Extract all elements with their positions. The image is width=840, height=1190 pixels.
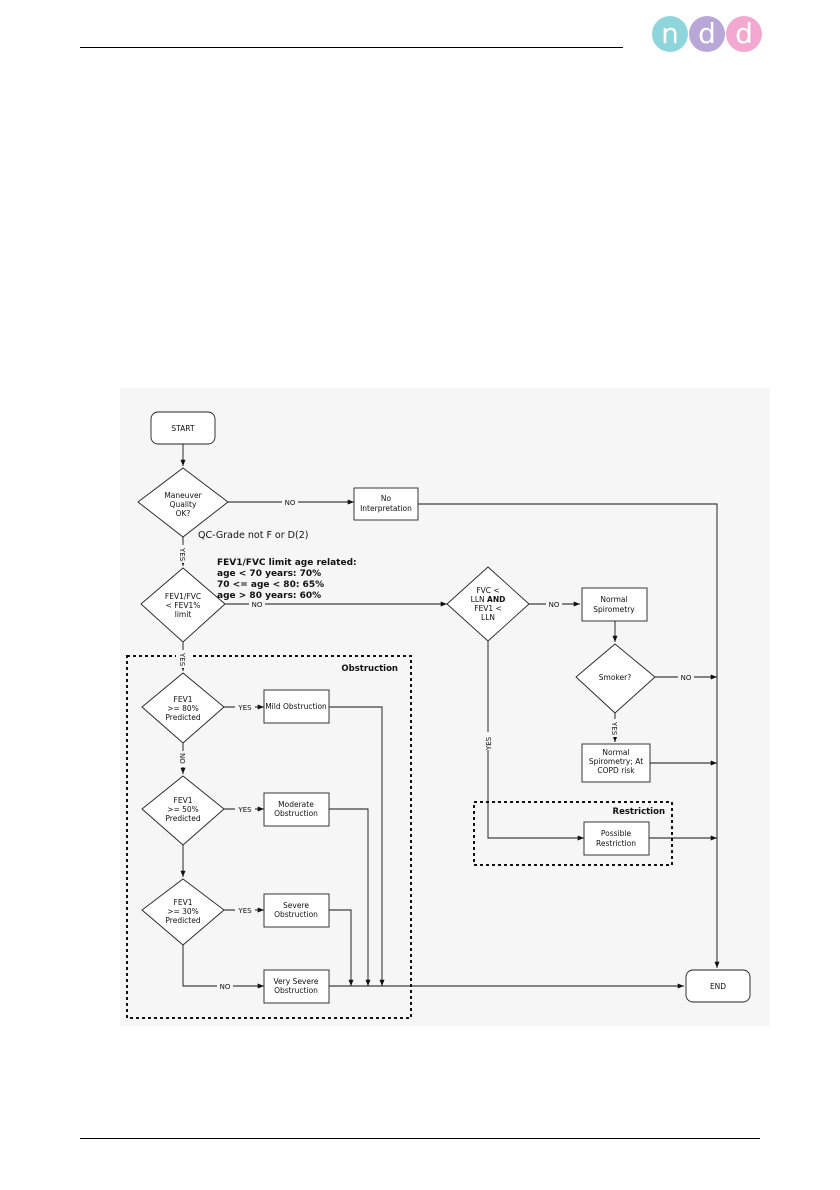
header-rule: [80, 47, 623, 48]
edge-severe-down: [329, 909, 354, 986]
age-note-line-4: age > 80 years: 60%: [217, 591, 321, 601]
fev50-label-1: FEV1: [174, 796, 193, 805]
moderate-label-2: Obstruction: [274, 809, 318, 818]
edge-fev30-verysevere: [182, 945, 264, 989]
ratio-label-1: FEV1/FVC: [165, 592, 201, 601]
fvc-label-2: LLN AND: [471, 595, 506, 604]
footer-rule: [80, 1138, 760, 1139]
logo-circle-n: n: [652, 16, 688, 52]
obstruction-title: Obstruction: [341, 664, 398, 674]
restriction-title: Restriction: [613, 807, 665, 817]
no-interp-label-1: No: [381, 494, 392, 503]
label-no-maneuver: NO: [285, 499, 296, 507]
fvc-label-4: LLN: [481, 613, 495, 622]
restriction-label-1: Possible: [601, 829, 632, 838]
mild-label: Mild Obstruction: [265, 702, 327, 711]
ratio-label-2: < FEV1%: [166, 601, 201, 610]
label-yes-fev80: YES: [237, 704, 252, 712]
smoker-label: Smoker?: [599, 673, 631, 682]
fev50-decision: [141, 775, 225, 846]
normal-spirometry-node: [581, 587, 648, 622]
mild-obstruction-node: [263, 689, 330, 724]
very-severe-obstruction-node: [263, 969, 330, 1004]
label-no-fvc: NO: [549, 601, 560, 609]
start-label: START: [171, 424, 195, 433]
label-no-fev30: NO: [220, 983, 231, 991]
fev80-label-1: FEV1: [174, 695, 193, 704]
maneuver-label-3: OK?: [176, 509, 191, 518]
fev30-label-3: Predicted: [165, 916, 200, 925]
severe-label-2: Obstruction: [274, 910, 318, 919]
label-yes-fev50: YES: [237, 806, 252, 814]
logo-circle-d2: d: [726, 16, 762, 52]
very-severe-label-1: Very Severe: [273, 977, 318, 986]
edge-mild-down: [329, 706, 385, 986]
fev80-label-3: Predicted: [165, 713, 200, 722]
no-interpretation-node: [353, 487, 419, 521]
edge-moderate-down: [329, 808, 371, 986]
copd-risk-node: [581, 743, 651, 783]
label-no-fev80: NO: [178, 753, 186, 764]
fvc-decision: [446, 566, 530, 642]
normal-label-1: Normal: [600, 595, 627, 604]
fev80-label-2: >= 80%: [167, 704, 199, 713]
age-note-line-3: 70 <= age < 80: 65%: [217, 580, 324, 590]
edge-labels: NO YES NO YES NO NO YES YES YES NO YES Y…: [176, 497, 694, 991]
label-yes-ratio: YES: [178, 652, 186, 667]
fev50-label-3: Predicted: [165, 814, 200, 823]
maneuver-label-2: Quality: [170, 500, 197, 509]
possible-restriction-node: [583, 821, 650, 856]
ratio-decision: [140, 567, 226, 643]
label-yes-fev30: YES: [237, 907, 252, 915]
fev30-decision: [141, 878, 225, 946]
moderate-label-1: Moderate: [278, 800, 314, 809]
age-note-line-1: FEV1/FVC limit age related:: [217, 558, 357, 568]
edges: [180, 444, 720, 989]
copd-label-2: Spirometry; At: [589, 757, 643, 766]
copd-label-3: COPD risk: [597, 766, 635, 775]
fev80-decision: [141, 672, 225, 744]
severe-obstruction-node: [263, 893, 330, 928]
fev50-label-2: >= 50%: [167, 805, 199, 814]
label-no-ratio: NO: [252, 601, 263, 609]
label-yes-fvc: YES: [485, 736, 493, 751]
end-label: END: [710, 982, 726, 991]
severe-label-1: Severe: [283, 901, 309, 910]
spirometry-flowchart: Obstruction Restriction NO YES NO: [126, 411, 751, 1019]
flowchart-panel: Obstruction Restriction NO YES NO: [120, 388, 770, 1026]
smoker-decision: [575, 643, 656, 714]
edge-fvc-restriction: [487, 641, 584, 841]
restriction-label-2: Restriction: [596, 839, 636, 848]
maneuver-label-1: Maneuver: [164, 491, 202, 500]
ndd-logo: n d d: [648, 14, 764, 54]
normal-label-2: Spirometry: [593, 605, 635, 614]
qc-note: QC-Grade not F or D(2): [198, 530, 308, 541]
ratio-label-3: limit: [175, 610, 192, 619]
age-note-line-2: age < 70 years: 70%: [217, 569, 321, 579]
start-node: [150, 411, 216, 445]
fev30-label-1: FEV1: [174, 898, 193, 907]
restriction-region: [473, 801, 673, 866]
label-no-smoker: NO: [681, 674, 692, 682]
copd-label-1: Normal: [602, 748, 629, 757]
fev30-label-2: >= 30%: [167, 907, 199, 916]
obstruction-region: [126, 655, 412, 1019]
edge-nointerp-end: [418, 503, 720, 968]
very-severe-label-2: Obstruction: [274, 986, 318, 995]
fvc-label-1: FVC <: [476, 586, 499, 595]
moderate-obstruction-node: [263, 792, 330, 827]
maneuver-decision: [137, 467, 229, 538]
no-interp-label-2: Interpretation: [360, 504, 412, 513]
end-node: [685, 969, 751, 1003]
label-yes-maneuver: YES: [178, 547, 186, 562]
logo-circle-d1: d: [689, 16, 725, 52]
label-yes-smoker: YES: [610, 721, 618, 736]
fvc-label-3: FEV1 <: [474, 604, 502, 613]
